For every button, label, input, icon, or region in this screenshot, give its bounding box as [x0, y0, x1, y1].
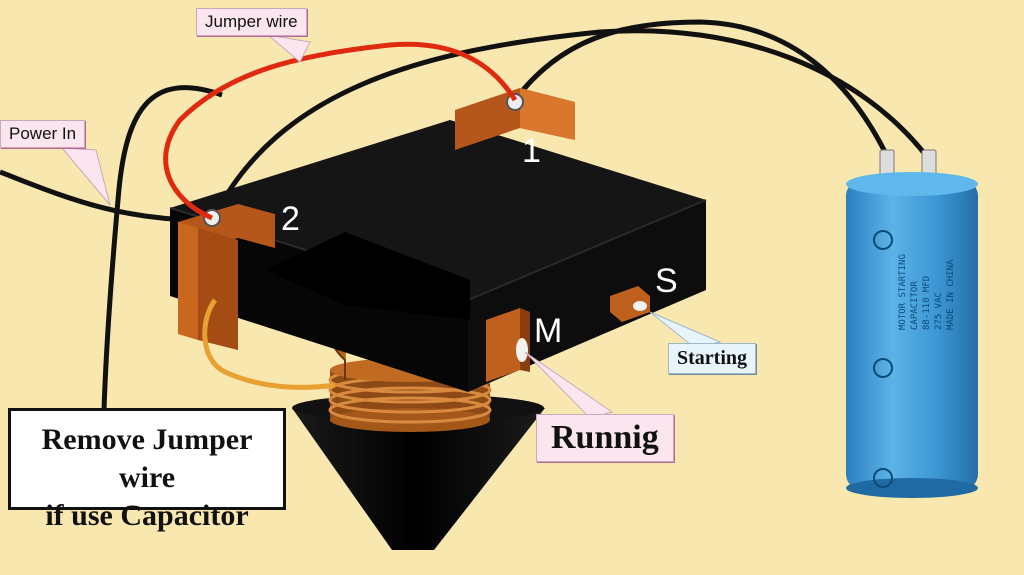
cone-base	[292, 408, 545, 550]
terminal-m-label: M	[534, 312, 563, 350]
power-in-label: Power In	[0, 120, 86, 148]
capacitor	[846, 149, 978, 498]
wire-terminal1-to-capacitor	[513, 19, 891, 160]
running-label: Runnig	[536, 414, 674, 462]
terminal-m	[486, 308, 530, 382]
note-line-1: Remove Jumper wire	[41, 423, 253, 494]
wire-loop-left	[101, 85, 223, 411]
cap-text-5: MADE IN CHINA	[946, 259, 956, 330]
cap-text-4: 275 VAC	[934, 292, 944, 330]
capacitor-print-top: MOTOR STARTING CAPACITOR 88-110 MFD 275 …	[898, 254, 956, 330]
coil-wire-from-terminal-2	[202, 298, 336, 390]
jumper-pointer	[266, 34, 311, 63]
note-line-2: if use Capacitor	[45, 499, 249, 532]
terminal-1-label: 1	[522, 132, 541, 170]
jumper-wire-label: Jumper wire	[196, 8, 307, 36]
jumper-wire-graphic	[163, 41, 518, 221]
remove-jumper-note: Remove Jumper wire if use Capacitor	[8, 408, 286, 532]
wire-terminal2-to-capacitor	[212, 28, 930, 217]
terminal-1	[455, 88, 575, 150]
cap-text-2: CAPACITOR	[910, 281, 920, 330]
terminal-2-label: 2	[281, 200, 300, 238]
power-pointer	[60, 147, 111, 206]
cap-text-3: 88-110 MFD	[922, 276, 932, 330]
terminal-s-label: S	[655, 262, 678, 300]
cap-text-1: MOTOR STARTING	[898, 254, 908, 330]
starting-label: Starting	[668, 343, 756, 374]
terminal-s	[610, 286, 650, 322]
